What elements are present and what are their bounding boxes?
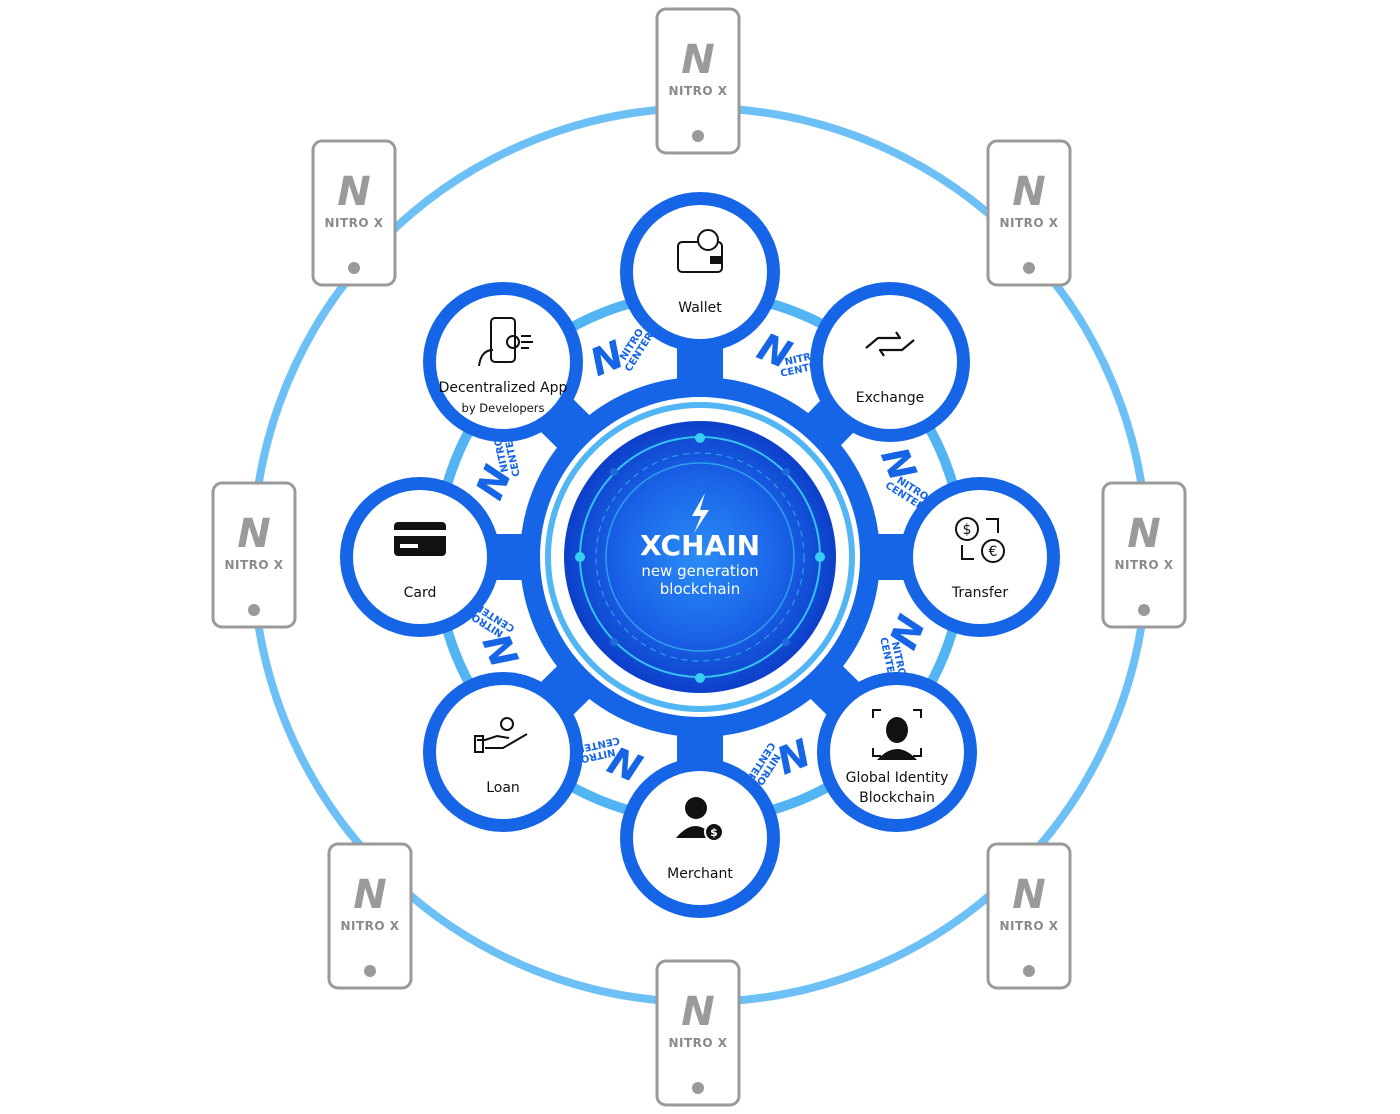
circuit-node <box>782 638 790 646</box>
mobile-app-icon <box>478 317 533 367</box>
service-node-face <box>436 685 570 819</box>
svg-text:$: $ <box>710 826 718 839</box>
service-label: Merchant <box>667 866 733 882</box>
service-label: Wallet <box>678 300 722 316</box>
circuit-node <box>695 433 705 443</box>
svg-text:$: $ <box>963 522 972 538</box>
service-node-dapp[interactable]: Decentralized App by Developers <box>423 282 583 442</box>
wallet-icon <box>677 229 723 273</box>
service-node-transfer[interactable]: $€Transfer <box>900 477 1060 637</box>
service-node-face <box>823 295 957 429</box>
service-node-face <box>353 490 487 624</box>
hand-coin-icon <box>474 717 528 753</box>
circuit-node <box>610 468 618 476</box>
circuit-node <box>695 673 705 683</box>
service-label-line2: by Developers <box>462 401 545 415</box>
nitro-n-logo-icon: N <box>1012 169 1045 215</box>
nitro-n-logo-icon: N <box>337 169 370 215</box>
phone-frame <box>655 7 741 155</box>
phone-frame <box>1101 481 1187 629</box>
device-label: NITRO X <box>340 919 399 933</box>
nitro-n-logo-icon: N <box>237 511 270 557</box>
device-label: NITRO X <box>668 84 727 98</box>
service-node-exchange[interactable]: Exchange <box>810 282 970 442</box>
home-button-icon <box>1138 604 1150 616</box>
nitro-n-logo-icon: N <box>1127 511 1160 557</box>
phone-frame <box>311 139 397 287</box>
phone-frame <box>327 842 413 990</box>
hub-glow-ring <box>545 402 855 712</box>
home-button-icon <box>1023 262 1035 274</box>
service-label: Card <box>404 585 437 601</box>
hub-subtitle-line2: blockchain <box>660 580 740 598</box>
currency-transfer-icon: $€ <box>955 517 1005 563</box>
nitro-n-logo-icon: N <box>353 872 386 918</box>
nitro-n-logo-icon: N <box>681 37 714 83</box>
service-node-wallet[interactable]: Wallet <box>620 192 780 352</box>
device-label: NITRO X <box>224 558 283 572</box>
service-node-face <box>913 490 1047 624</box>
face-scan-icon <box>872 709 922 760</box>
service-label: Global Identity <box>846 770 949 786</box>
hub-core <box>564 421 836 693</box>
phone-frame <box>986 139 1072 287</box>
hub-circuit-ring-dashed <box>595 452 805 662</box>
exchange-arrows-icon <box>865 331 915 357</box>
service-label: Transfer <box>951 585 1009 601</box>
device-label: NITRO X <box>999 216 1058 230</box>
service-node-card[interactable]: Card <box>340 477 500 637</box>
hub-title: XCHAIN <box>640 529 760 562</box>
svg-text:€: € <box>989 544 998 560</box>
phone-frame <box>655 959 741 1107</box>
device-label: NITRO X <box>1114 558 1173 572</box>
lightning-icon <box>692 493 709 533</box>
device-label: NITRO X <box>324 216 383 230</box>
device-label: NITRO X <box>668 1036 727 1050</box>
hub-circuit-nodes <box>575 433 825 683</box>
circuit-node <box>575 552 585 562</box>
service-label: Decentralized App <box>439 380 568 396</box>
merchant-user-icon: $ <box>676 797 724 842</box>
circuit-node <box>815 552 825 562</box>
home-button-icon <box>248 604 260 616</box>
service-label-line2: Blockchain <box>859 790 935 806</box>
credit-card-icon <box>394 522 446 556</box>
hub-subtitle-line1: new generation <box>641 562 758 580</box>
home-button-icon <box>1023 965 1035 977</box>
home-button-icon <box>348 262 360 274</box>
circuit-node <box>782 468 790 476</box>
service-node-merchant[interactable]: $ Merchant <box>620 758 780 918</box>
home-button-icon <box>364 965 376 977</box>
circuit-node <box>610 638 618 646</box>
hub-circuit-ring-inner <box>605 462 795 652</box>
home-button-icon <box>692 1082 704 1094</box>
home-button-icon <box>692 130 704 142</box>
service-node-loan[interactable]: Loan <box>423 672 583 832</box>
phone-frame <box>211 481 297 629</box>
phone-frame <box>986 842 1072 990</box>
service-label: Exchange <box>856 390 924 406</box>
nitro-n-logo-icon: N <box>1012 872 1045 918</box>
service-label: Loan <box>486 780 520 796</box>
nitro-n-logo-icon: N <box>681 989 714 1035</box>
device-label: NITRO X <box>999 919 1058 933</box>
